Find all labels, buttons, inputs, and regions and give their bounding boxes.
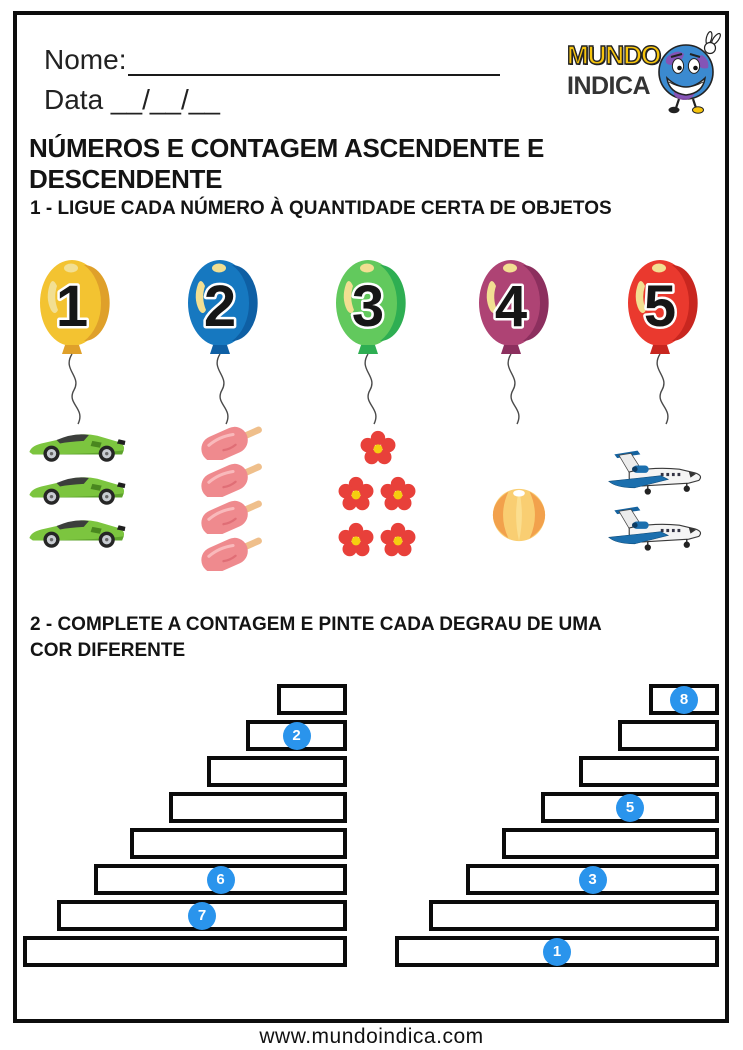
- flower-icon: [380, 476, 416, 511]
- staircase-ascending: 2 6 7: [22, 684, 347, 967]
- step-number-badge: 2: [282, 721, 311, 750]
- step-number-badge: 5: [616, 793, 644, 822]
- flower-icon: [380, 522, 416, 557]
- flower-icon: [338, 522, 374, 557]
- date-field[interactable]: Data __/__/__: [44, 84, 220, 115]
- object-group-popsicles: [196, 424, 272, 571]
- task2-heading: 2 - COMPLETE A CONTAGEM E PINTE CADA DEG…: [30, 614, 602, 661]
- stair-step[interactable]: [207, 756, 347, 787]
- step-number-badge: 6: [206, 865, 235, 894]
- popsicle-icon: [201, 463, 262, 497]
- logo-word-mundo: MUNDO: [566, 39, 662, 70]
- stair-step[interactable]: 1: [395, 936, 719, 967]
- website-url: www.mundoindica.com: [259, 1025, 484, 1048]
- stair-step[interactable]: [169, 792, 347, 823]
- name-label: Nome:: [44, 44, 127, 75]
- balloon-string: [216, 353, 229, 425]
- beach-ball-icon: [492, 488, 546, 542]
- sports-car-icon: [29, 434, 126, 462]
- sports-car-icon: [29, 477, 126, 505]
- stair-step[interactable]: 2: [246, 720, 347, 751]
- balloon-1: 1: [24, 256, 120, 436]
- stair-step[interactable]: [277, 684, 347, 715]
- stair-step[interactable]: [23, 936, 347, 967]
- balloon-number: 2: [204, 274, 236, 339]
- stair-step[interactable]: 3: [466, 864, 719, 895]
- balloon-number: 3: [352, 274, 384, 339]
- stair-step[interactable]: [618, 720, 719, 751]
- object-group-planes: [606, 446, 710, 554]
- stair-step[interactable]: 6: [94, 864, 347, 895]
- object-group-cars: [26, 428, 128, 550]
- balloon-string: [507, 353, 520, 425]
- task1-heading: 1 - LIGUE CADA NÚMERO À QUANTIDADE CERTA…: [30, 198, 612, 219]
- popsicle-icon: [201, 426, 262, 460]
- step-number-badge: 1: [543, 937, 571, 966]
- stair-step[interactable]: [130, 828, 347, 859]
- balloon-2: 2: [172, 256, 268, 436]
- page-title: NÚMEROS E CONTAGEM ASCENDENTE E DESCENDE…: [29, 133, 545, 194]
- object-group-ball: [490, 486, 548, 544]
- stair-step[interactable]: 5: [541, 792, 719, 823]
- stair-step[interactable]: 8: [649, 684, 719, 715]
- globe-mascot-icon: [658, 31, 721, 114]
- step-number-badge: 3: [578, 865, 607, 894]
- step-number-badge: 8: [670, 685, 698, 714]
- balloon-5: 5: [612, 256, 708, 436]
- balloon-string: [68, 353, 81, 425]
- balloon-number: 5: [644, 274, 676, 339]
- balloon-number: 4: [495, 274, 527, 339]
- balloon-4: 4: [463, 256, 559, 436]
- balloon-number: 1: [56, 274, 88, 339]
- flower-icon: [338, 476, 374, 511]
- flower-icon: [360, 430, 396, 465]
- mundo-indica-logo: MUNDO INDICA: [565, 31, 725, 122]
- balloon-string: [364, 353, 377, 425]
- staircase-descending: 8 5 3 1: [394, 684, 719, 967]
- step-number-badge: 7: [188, 901, 216, 930]
- popsicle-icon: [201, 537, 262, 571]
- balloon-string: [656, 353, 669, 425]
- airplane-icon: [608, 450, 702, 495]
- balloon-3: 3: [320, 256, 416, 436]
- stair-step[interactable]: [429, 900, 719, 931]
- stair-step[interactable]: 7: [57, 900, 347, 931]
- stair-step[interactable]: [502, 828, 719, 859]
- sports-car-icon: [29, 520, 126, 548]
- name-write-line[interactable]: [128, 42, 501, 76]
- popsicle-icon: [201, 500, 262, 534]
- stair-step[interactable]: [579, 756, 719, 787]
- logo-word-indica: INDICA: [567, 72, 651, 100]
- name-row: Nome:: [44, 40, 501, 76]
- object-group-flowers: [338, 430, 418, 558]
- airplane-icon: [608, 506, 702, 551]
